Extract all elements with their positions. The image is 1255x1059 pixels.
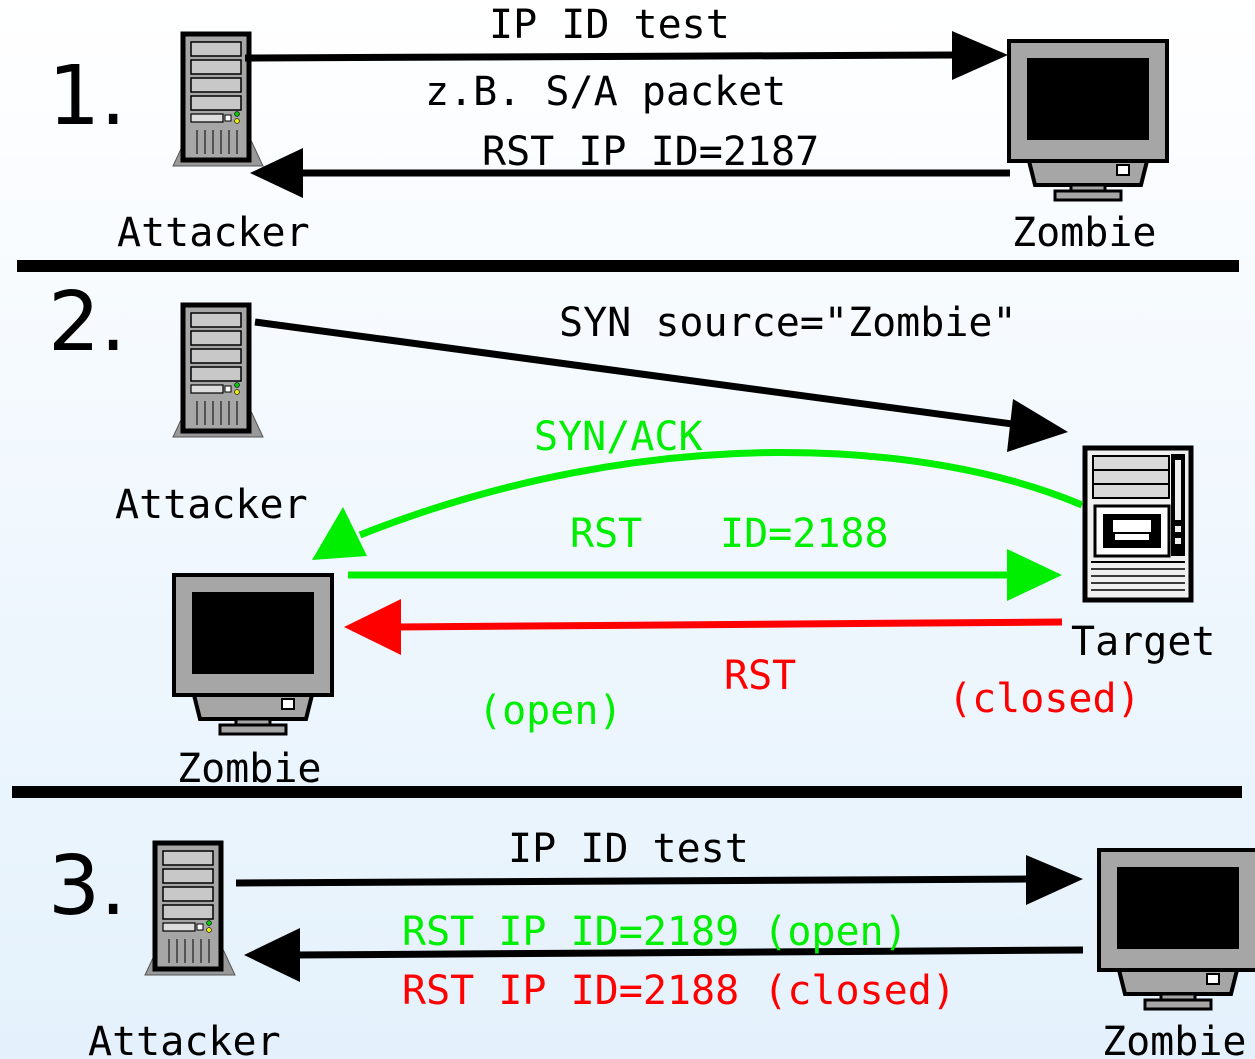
separator-1	[17, 260, 1239, 272]
step-3-ip-id-test-arrowhead	[1026, 855, 1083, 905]
step-1: 1. Attacker Zombie IP ID test z.B. S/A p…	[48, 2, 1169, 256]
attacker-server-icon	[145, 843, 235, 975]
open-label: (open)	[478, 688, 623, 734]
step-3-msg-ip-id-test: IP ID test	[508, 826, 749, 872]
step-1-msg-sa-packet: z.B. S/A packet	[425, 69, 786, 115]
step-3-rst-arrow	[294, 946, 1084, 959]
rst-green-arrowhead	[1007, 549, 1062, 601]
step-1-number: 1.	[48, 49, 126, 144]
step-3-msg-rst-closed: RST IP ID=2188 (closed)	[402, 968, 956, 1014]
step-3-rst-arrowhead	[244, 928, 300, 982]
step-1-zombie-label: Zombie	[1012, 210, 1157, 256]
separator-2	[12, 786, 1242, 798]
rst-red-label: RST	[724, 653, 796, 699]
step-1-attacker-label: Attacker	[117, 210, 310, 256]
step-3-msg-rst-open: RST IP ID=2189 (open)	[402, 909, 908, 955]
step-3-number: 3.	[48, 839, 126, 934]
step-2: 2. Attacker Zombie Target SYN source="Zo…	[48, 275, 1216, 792]
synack-label: SYN/ACK	[534, 414, 703, 460]
attacker-server-icon	[173, 34, 263, 166]
rst-red-arrow	[394, 618, 1063, 631]
step-2-number: 2.	[48, 275, 126, 370]
zombie-monitor-icon	[1007, 39, 1169, 202]
rst-id-label: ID=2188	[720, 511, 889, 557]
target-desktop-icon	[1085, 448, 1191, 600]
rst-green-label: RST	[570, 511, 642, 557]
step-3: 3. Attacker Zombie IP ID test RST IP ID=…	[48, 826, 1255, 1059]
step-2-attacker-label: Attacker	[115, 482, 308, 528]
zombie-monitor-icon	[1097, 848, 1255, 1011]
step-3-ip-id-test-arrow	[235, 875, 1031, 887]
step-2-zombie-label: Zombie	[177, 746, 322, 792]
syn-arrow	[254, 318, 1021, 429]
synack-arrowhead	[312, 507, 367, 560]
step-1-msg-rst-ip-id: RST IP ID=2187	[482, 129, 819, 175]
synack-arrow	[358, 449, 1084, 539]
step-1-ip-id-test-arrow	[244, 51, 956, 62]
closed-label: (closed)	[948, 676, 1141, 722]
step-1-msg-ip-id-test: IP ID test	[489, 2, 730, 48]
rst-red-arrowhead	[344, 599, 401, 655]
step-3-zombie-label: Zombie	[1102, 1019, 1247, 1059]
syn-arrowhead	[1007, 399, 1068, 452]
step-2-target-label: Target	[1071, 619, 1216, 665]
syn-label: SYN source="Zombie"	[559, 300, 1017, 346]
step-1-ip-id-test-arrowhead	[952, 31, 1008, 80]
attacker-server-icon	[173, 305, 263, 437]
step-3-attacker-label: Attacker	[88, 1019, 281, 1059]
step-1-rst-arrowhead	[250, 148, 303, 198]
zombie-monitor-icon	[172, 573, 334, 736]
